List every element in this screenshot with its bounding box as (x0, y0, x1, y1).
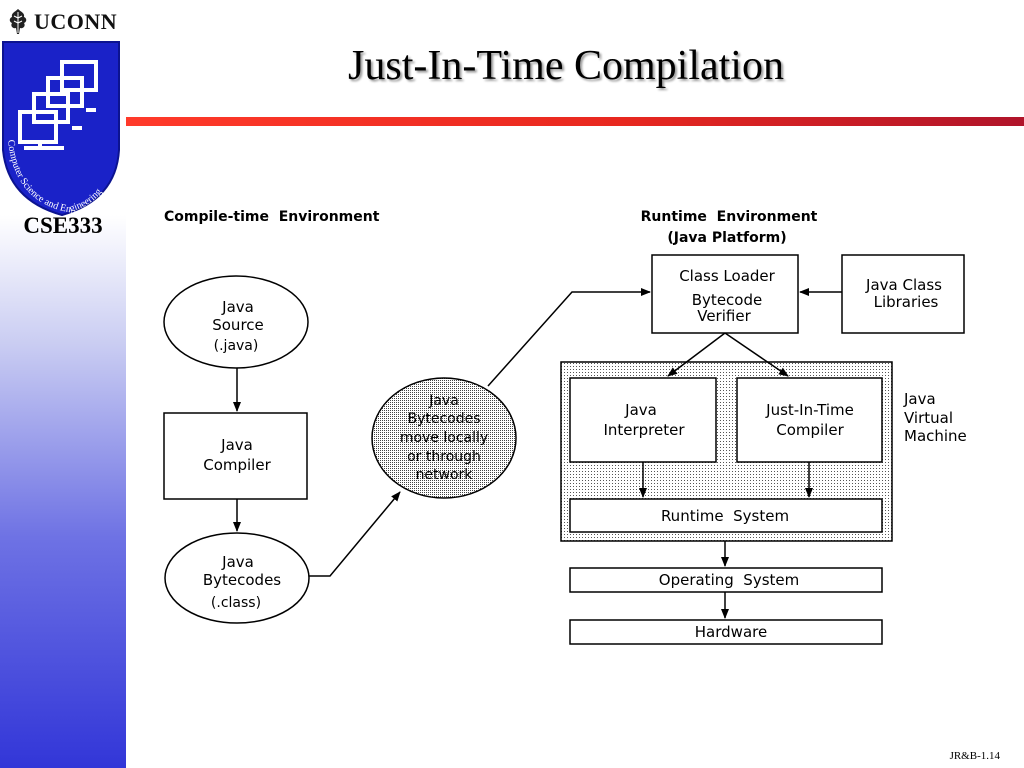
java-source-line-3: (.java) (214, 338, 259, 354)
class-loader-line-1: Class Loader (679, 267, 775, 285)
transfer-line-5: network (416, 467, 474, 483)
class-loader-node (651, 254, 799, 334)
hardware-label: Hardware (695, 623, 767, 641)
java-compiler-node (163, 412, 308, 500)
interpreter-line-1: Java (624, 401, 657, 419)
jit-compiler-line-2: Compiler (776, 421, 844, 439)
java-bytecodes-line-2: Bytecodes (203, 571, 281, 589)
slide-title: Just-In-Time Compilation (348, 43, 784, 89)
course-code: CSE333 (23, 213, 103, 238)
arrow-loader-to-jit (724, 332, 789, 377)
java-source-node (163, 275, 309, 369)
jit-compiler-line-1: Just-In-Time (765, 401, 854, 419)
jit-compiler-node (736, 377, 883, 463)
class-loader-line-2: Bytecode (692, 291, 762, 309)
computer-network-icon (18, 60, 98, 150)
java-bytecodes-node (164, 532, 310, 624)
title-rule (126, 117, 1024, 126)
bytecodes-transfer-node (371, 377, 517, 499)
operating-system-label: Operating System (659, 571, 799, 589)
java-bytecodes-line-1: Java (221, 553, 254, 571)
hardware-node (569, 619, 883, 645)
class-libraries-line-1: Java Class (865, 276, 942, 294)
arrow-loader-to-interpreter (667, 332, 726, 377)
transfer-line-3: move locally (400, 430, 488, 446)
university-name: UCONN (34, 9, 118, 34)
class-libraries-node (841, 254, 965, 334)
transfer-line-2: Bytecodes (407, 411, 480, 427)
java-source-line-2: Source (212, 316, 264, 334)
java-compiler-line-2: Compiler (203, 456, 271, 474)
runtime-system-node (569, 498, 883, 533)
cse-logo: Computer Science and Engineering (1, 41, 120, 216)
class-libraries-line-2: Libraries (874, 293, 939, 311)
runtime-subheading: (Java Platform) (667, 230, 786, 246)
java-source-line-1: Java (221, 298, 254, 316)
arrow-bytecodes-to-transfer (309, 491, 401, 577)
jvm-label-line-3: Machine (904, 427, 967, 445)
runtime-system-label: Runtime System (661, 507, 789, 525)
operating-system-node (569, 567, 883, 593)
transfer-line-1: Java (428, 393, 459, 409)
jvm-label-line-1: Java (903, 390, 936, 408)
arrow-transfer-to-loader (487, 288, 651, 387)
uconn-brand: UCONN (6, 6, 117, 38)
runtime-heading: Runtime Environment (641, 209, 818, 225)
jvm-label-line-2: Virtual (904, 409, 953, 427)
class-loader-line-3: Verifier (697, 307, 751, 325)
interpreter-line-2: Interpreter (603, 421, 685, 439)
interpreter-node (569, 377, 717, 463)
java-compiler-line-1: Java (220, 436, 253, 454)
oak-leaf-icon (9, 9, 27, 34)
compile-time-heading: Compile-time Environment (164, 209, 380, 225)
java-bytecodes-line-3: (.class) (211, 595, 261, 611)
transfer-line-4: or through (407, 449, 481, 465)
slide-footer: JR&B-1.14 (949, 750, 1000, 762)
